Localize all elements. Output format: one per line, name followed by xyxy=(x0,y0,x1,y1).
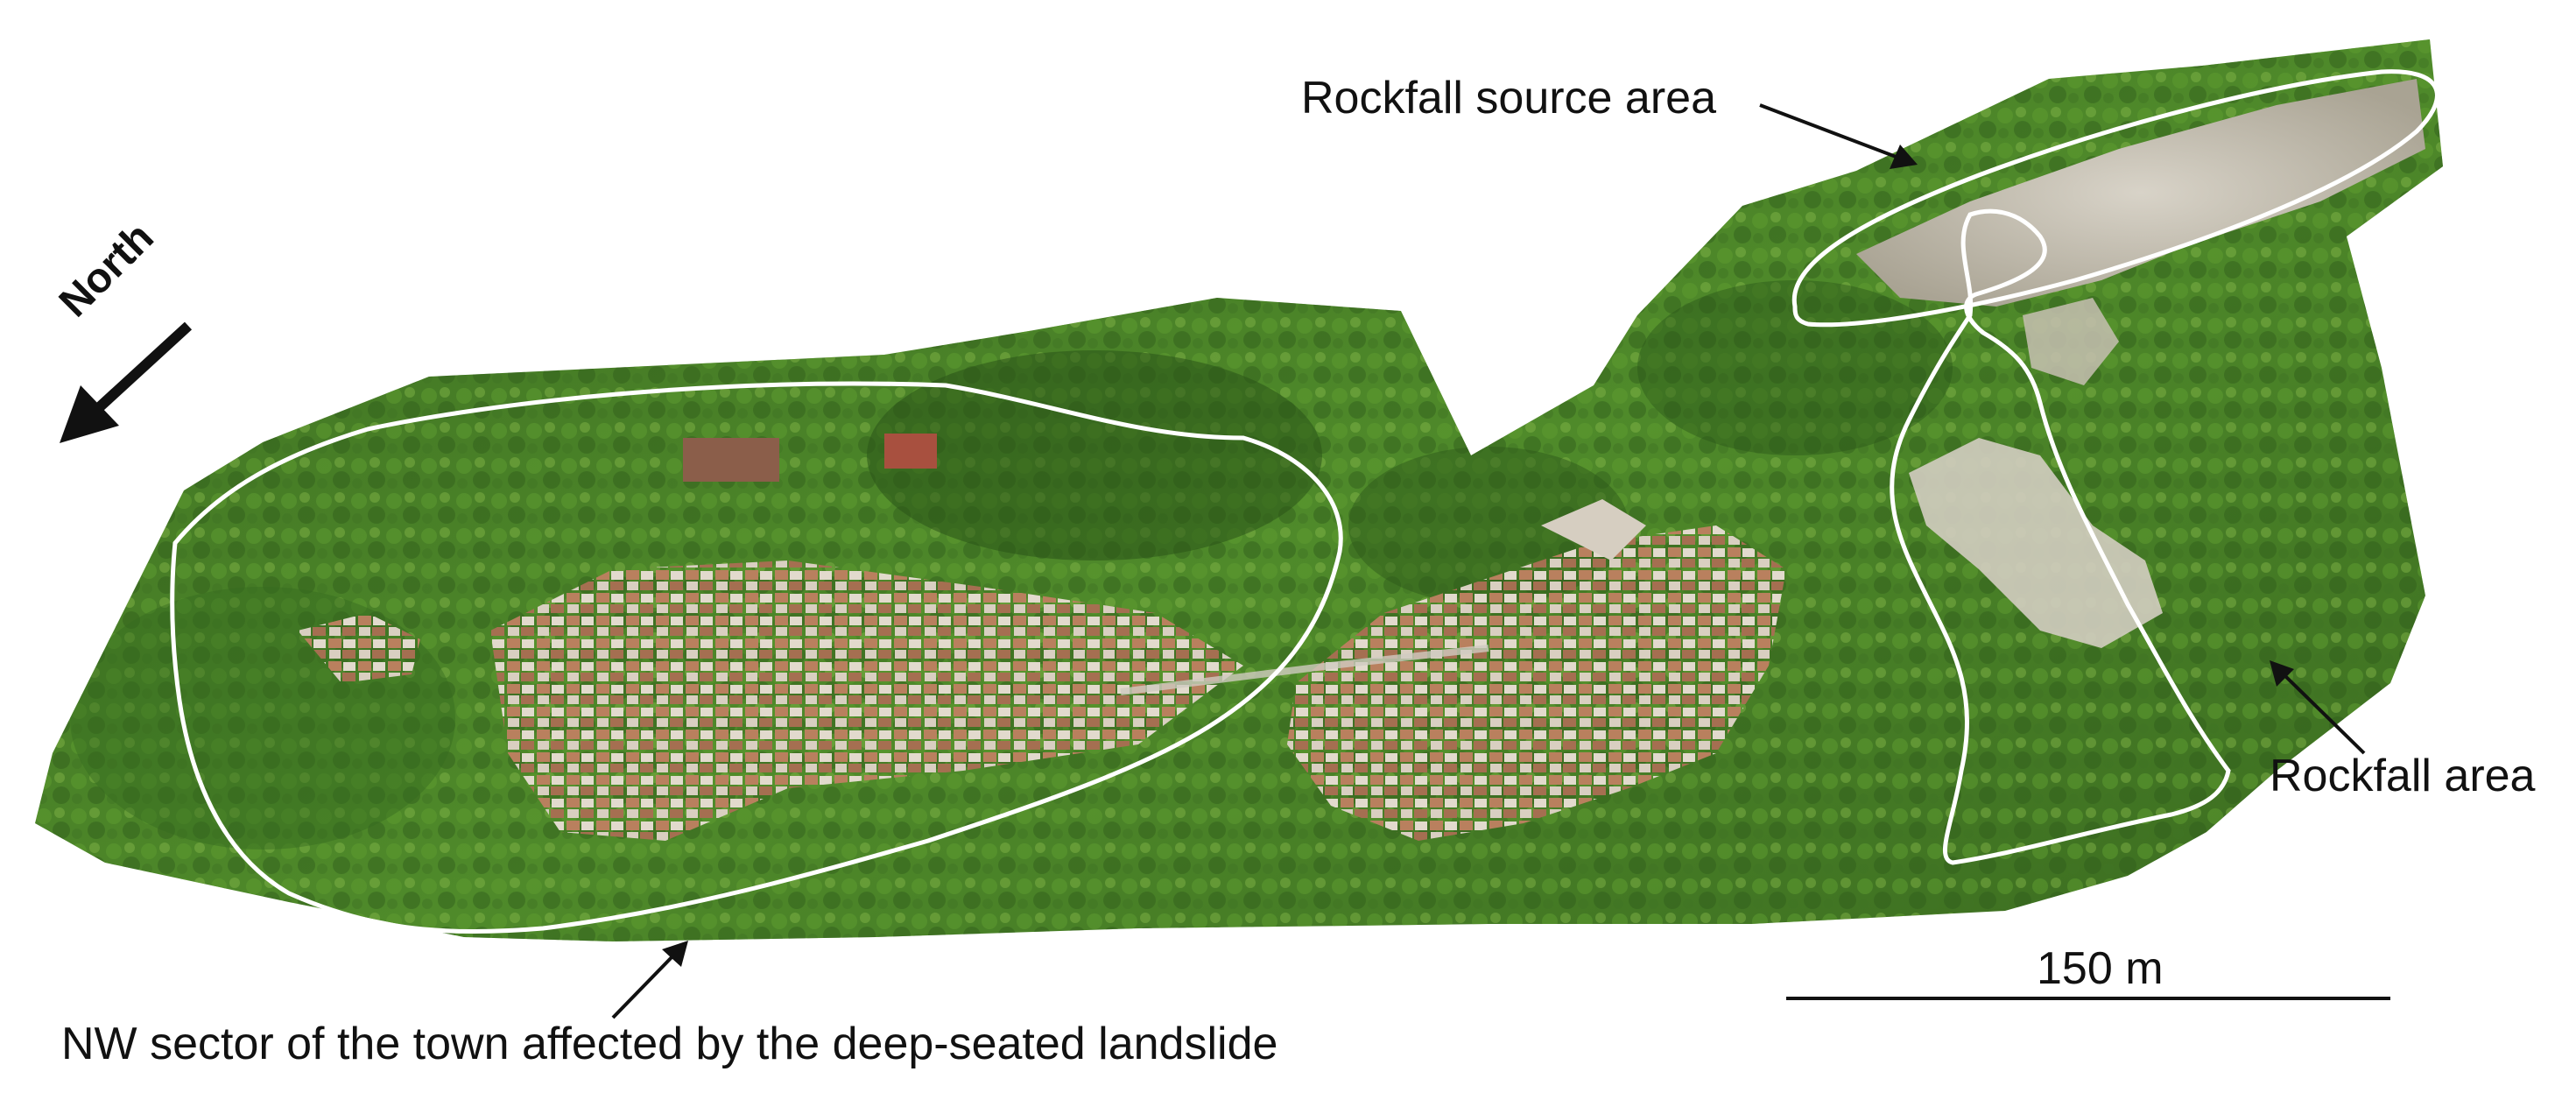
arrow-nw-sector xyxy=(611,941,688,1019)
rockfall-source-area-label: Rockfall source area xyxy=(1301,73,1716,123)
arrow-source xyxy=(1759,103,1918,169)
rockfall-area-outline xyxy=(1890,208,2231,865)
nw-sector-label: NW sector of the town affected by the de… xyxy=(61,1019,1278,1069)
scale-bar-label: 150 m xyxy=(2037,943,2164,994)
source-area-outline xyxy=(1791,69,2439,328)
landslide-outline xyxy=(170,381,1343,934)
rockfall-area-label: Rockfall area xyxy=(2270,751,2536,801)
north-arrow-icon xyxy=(60,321,193,443)
arrow-rockfall xyxy=(2270,660,2366,755)
